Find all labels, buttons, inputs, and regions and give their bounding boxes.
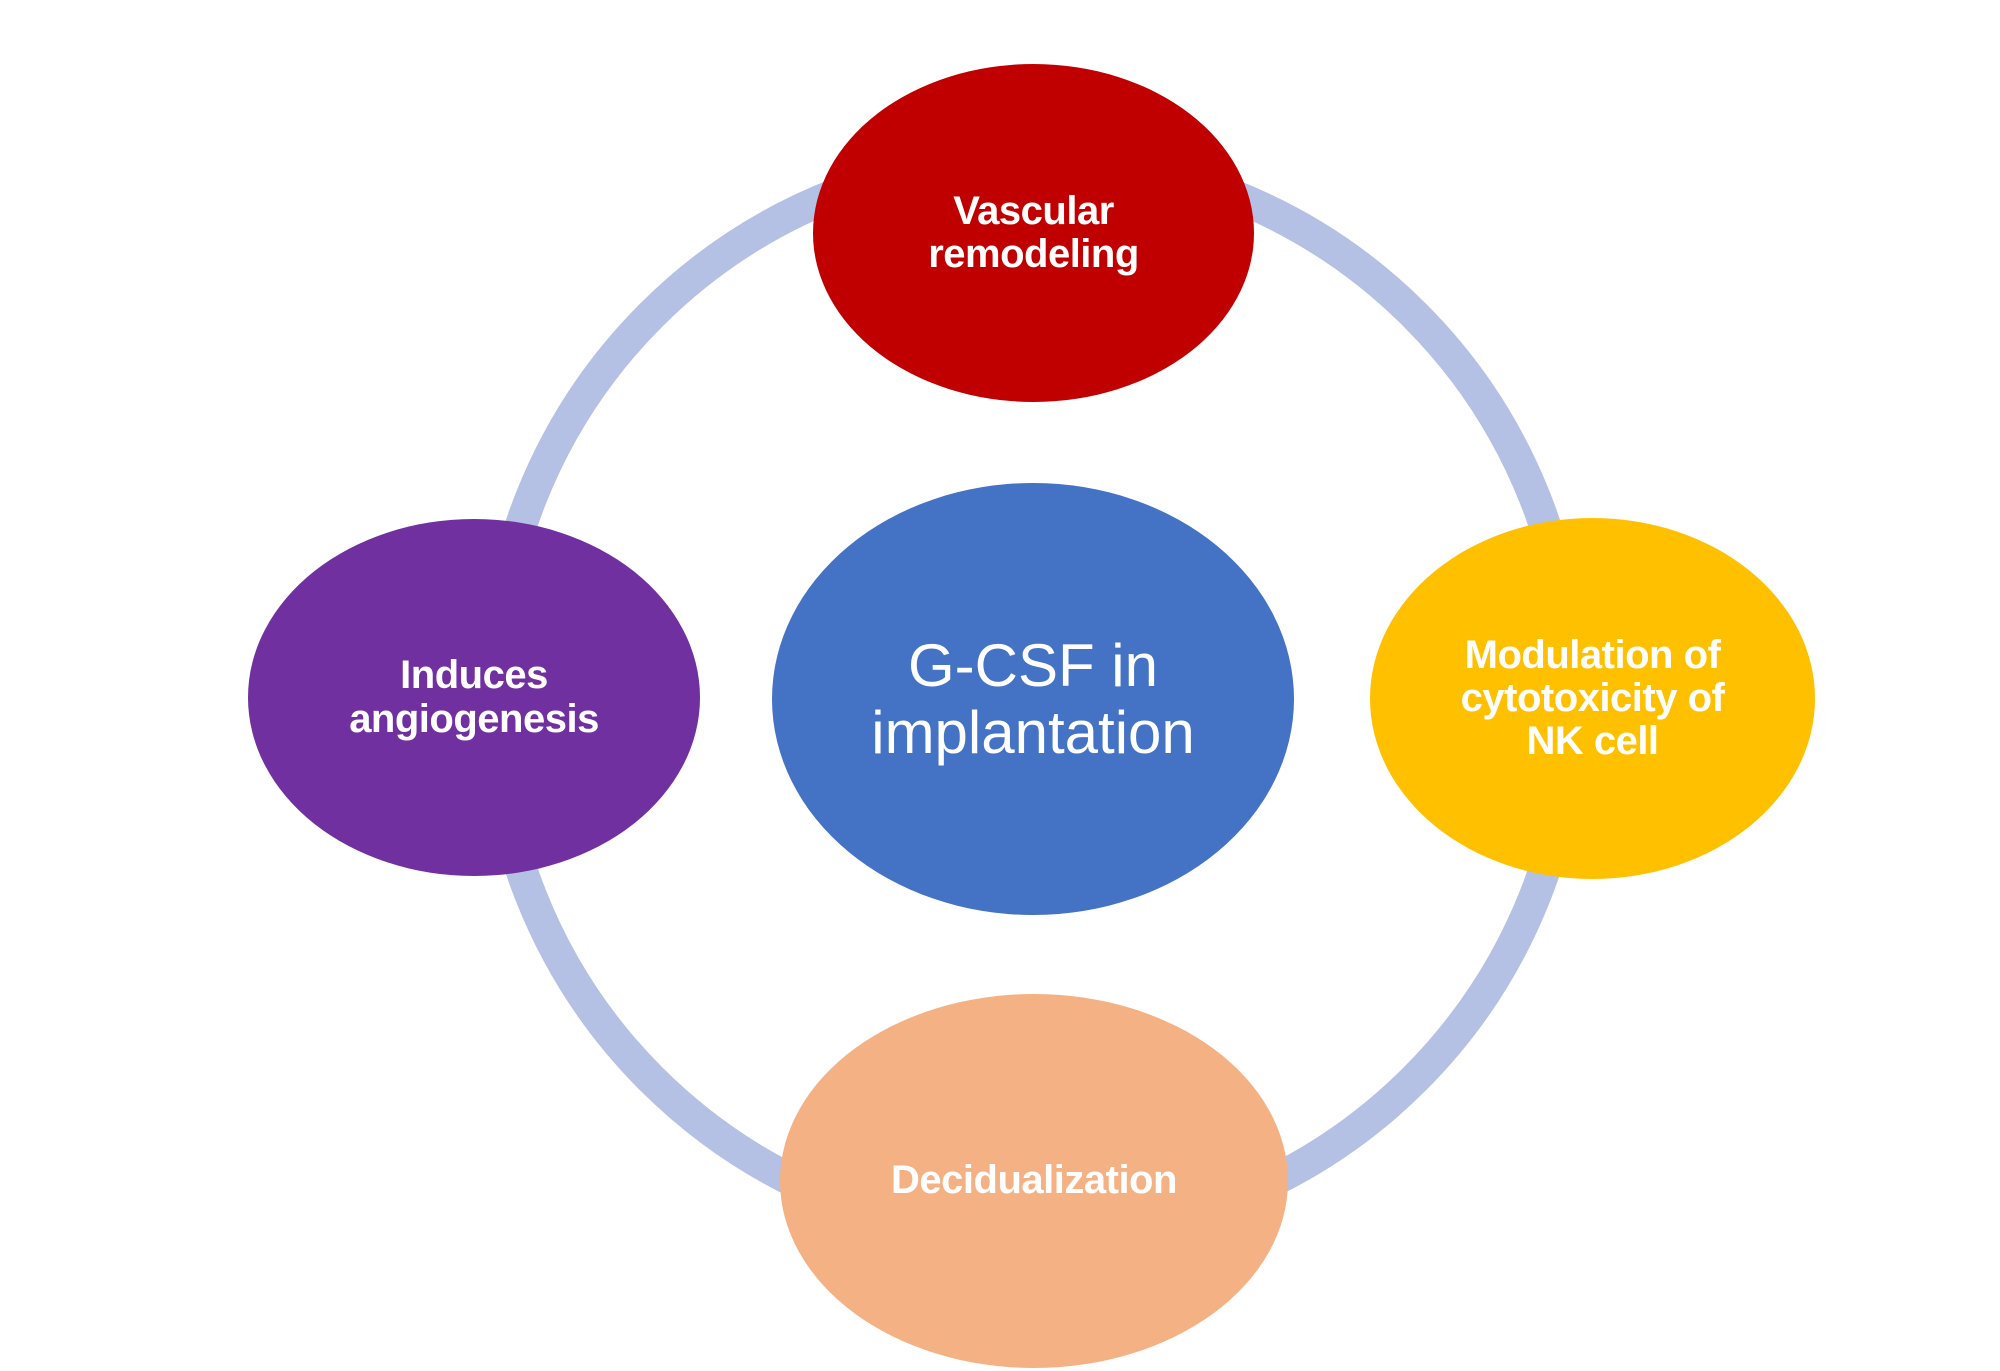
node-nk-cell-modulation-label: Modulation of cytotoxicity of NK cell xyxy=(1460,632,1725,764)
node-nk-cell-modulation: Modulation of cytotoxicity of NK cell xyxy=(1370,518,1815,879)
node-decidualization: Decidualization xyxy=(780,994,1288,1368)
node-induces-angiogenesis: Induces angiogenesis xyxy=(248,519,700,876)
node-decidualization-label: Decidualization xyxy=(891,1158,1177,1203)
center-node-label: G-CSF in implantation xyxy=(871,631,1195,766)
node-vascular-remodeling: Vascular remodeling xyxy=(813,64,1254,402)
node-induces-angiogenesis-label: Induces angiogenesis xyxy=(349,653,599,741)
node-vascular-remodeling-label: Vascular remodeling xyxy=(928,188,1139,276)
center-node-g-csf: G-CSF in implantation xyxy=(772,483,1294,915)
